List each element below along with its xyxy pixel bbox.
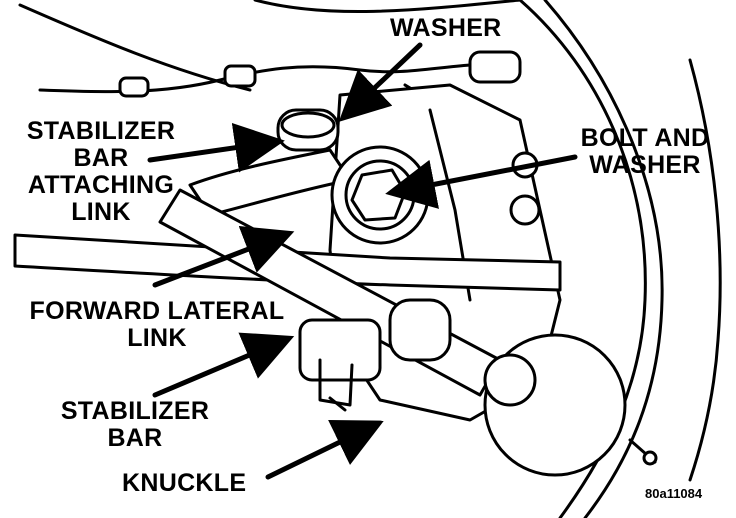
label-washer: WASHER bbox=[390, 14, 502, 42]
label-knuckle: KNUCKLE bbox=[122, 469, 247, 497]
label-stabilizer-bar-attaching-link: STABILIZER BAR ATTACHING LINK bbox=[12, 118, 190, 226]
backplate-arc bbox=[253, 0, 522, 14]
arrow-bolt-and-washer bbox=[385, 154, 578, 209]
label-forward-lateral-link: FORWARD LATERAL LINK bbox=[12, 298, 302, 352]
connector bbox=[468, 50, 522, 84]
arrow-knuckle bbox=[265, 419, 384, 480]
label-bolt-and-washer: BOLT AND WASHER bbox=[570, 125, 720, 179]
label-line: STABILIZER bbox=[26, 117, 176, 145]
label-line: BAR bbox=[73, 144, 129, 172]
arrow-forward-lateral-link bbox=[152, 226, 295, 288]
label-line: FORWARD LATERAL bbox=[29, 297, 285, 325]
arrow-washer bbox=[338, 42, 423, 122]
label-line: LINK bbox=[127, 324, 187, 352]
figure-code: 80a11084 bbox=[645, 486, 703, 501]
cable-grommet bbox=[118, 76, 150, 98]
attaching-link bbox=[188, 148, 352, 217]
label-line: BAR bbox=[107, 424, 163, 452]
cable-clip bbox=[223, 64, 257, 88]
label-line: STABILIZER bbox=[60, 397, 210, 425]
backplate-arc-lower bbox=[18, 3, 252, 92]
arrow-stabilizer-bar bbox=[152, 332, 295, 398]
label-line: BOLT AND bbox=[580, 124, 710, 152]
label-line: ATTACHING bbox=[27, 171, 175, 199]
label-line: WASHER bbox=[589, 151, 701, 179]
tire-edge-arc bbox=[688, 58, 722, 482]
bolt-head bbox=[350, 168, 407, 222]
label-stabilizer-bar: STABILIZER BAR bbox=[45, 398, 225, 452]
label-line: LINK bbox=[71, 198, 131, 226]
arrow-attaching-link bbox=[147, 122, 285, 173]
wheel-inner-arc bbox=[543, 0, 664, 518]
